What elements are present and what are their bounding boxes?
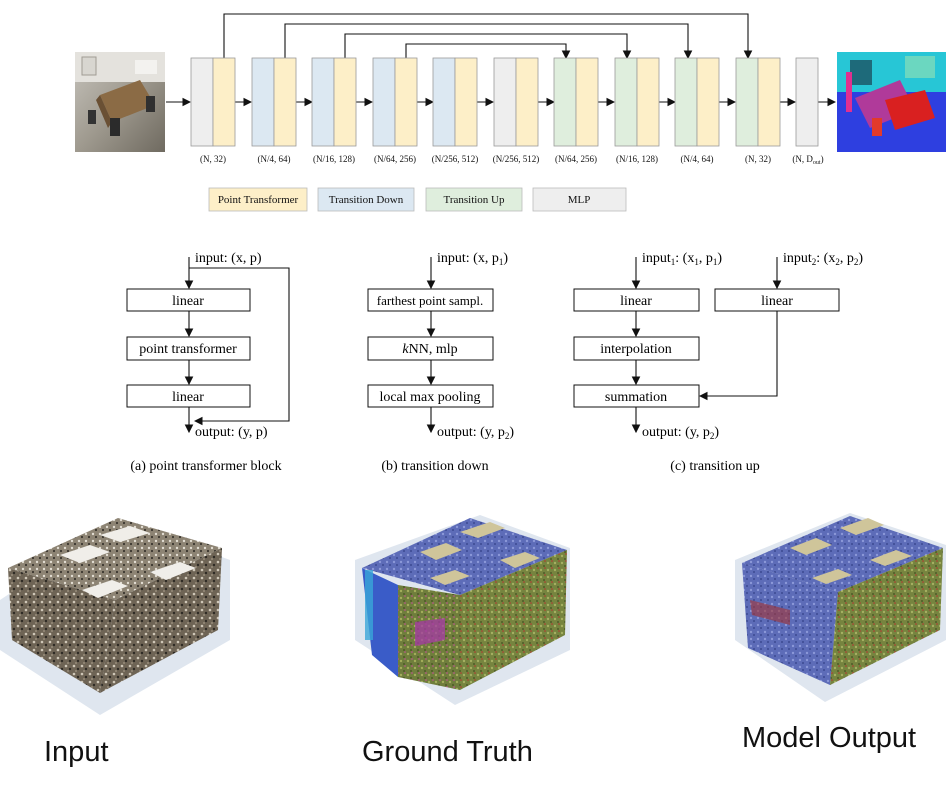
point-cloud-visuals	[0, 513, 946, 715]
block-7-transition-up	[553, 57, 577, 147]
caption-a: (a) point transformer block	[130, 459, 281, 474]
block-6-mlp	[493, 57, 517, 147]
block-4-point-transformer	[394, 57, 418, 147]
legend: Point Transformer Transition Down Transi…	[208, 187, 627, 212]
block-b-output: output: (y, p2)	[437, 425, 514, 441]
block-5-transition-down	[432, 57, 456, 147]
legend-transition-up: Transition Up	[443, 194, 505, 206]
block-b-fps: farthest point sampl.	[377, 293, 484, 308]
input-room-image	[75, 52, 165, 152]
shape-label: (N, 32)	[745, 154, 771, 164]
block-b-input: input: (x, p1)	[437, 251, 508, 267]
block-7-point-transformer	[575, 57, 599, 147]
model-output-point-cloud	[742, 516, 943, 685]
block-5-point-transformer	[454, 57, 478, 147]
network-pipeline: (N, 32) (N/4, 64) (N/16, 128) (N/64, 256…	[75, 13, 946, 212]
shape-label: (N/4, 64)	[681, 154, 714, 164]
shape-label: (N/16, 128)	[313, 154, 355, 164]
legend-point-transformer: Point Transformer	[218, 194, 299, 206]
block-9-point-transformer	[696, 57, 720, 147]
output-segmentation-image	[837, 52, 946, 152]
block-c-linear-2: linear	[761, 294, 793, 309]
block-3-transition-down	[311, 57, 335, 147]
point-transformer-block: input: (x, p) linear point transformer l…	[126, 251, 290, 440]
block-c-interpolation: interpolation	[600, 342, 672, 357]
block-10-point-transformer	[757, 57, 781, 147]
block-a-linear-1: linear	[172, 294, 204, 309]
transition-down-block: input: (x, p1) farthest point sampl. kNN…	[367, 251, 514, 441]
block-11-mlp	[795, 57, 819, 147]
block-8-transition-up	[614, 57, 638, 147]
block-a-point-transformer: point transformer	[139, 342, 237, 357]
shape-label-out: (N, Dout)	[792, 154, 823, 166]
legend-mlp: MLP	[568, 194, 591, 206]
block-c-input-2: input2: (x2, p2)	[783, 251, 863, 267]
shape-label: (N/256, 512)	[432, 154, 479, 164]
block-a-input: input: (x, p)	[195, 251, 262, 266]
label-ground-truth: Ground Truth	[362, 736, 533, 768]
block-3-point-transformer	[333, 57, 357, 147]
block-9-transition-up	[674, 57, 698, 147]
block-c-summation: summation	[605, 390, 667, 405]
block-4-transition-down	[372, 57, 396, 147]
block-a-linear-2: linear	[172, 390, 204, 405]
block-1-point-transformer	[212, 57, 236, 147]
skip-connections	[223, 13, 753, 60]
label-model-output: Model Output	[742, 722, 917, 754]
caption-b: (b) transition down	[381, 459, 488, 474]
caption-c: (c) transition up	[670, 459, 759, 474]
shape-label: (N/16, 128)	[616, 154, 658, 164]
block-b-pooling: local max pooling	[379, 390, 480, 405]
shape-label: (N/4, 64)	[258, 154, 291, 164]
shape-label: (N/64, 256)	[555, 154, 597, 164]
block-c-linear-1: linear	[620, 294, 652, 309]
block-b-knn: kNN, mlp	[402, 342, 457, 357]
block-2-transition-down	[251, 57, 275, 147]
legend-transition-down: Transition Down	[329, 194, 404, 206]
label-input: Input	[44, 736, 109, 768]
block-1-mlp	[190, 57, 214, 147]
block-diagrams: input: (x, p) linear point transformer l…	[126, 251, 863, 474]
block-a-output: output: (y, p)	[195, 425, 268, 440]
block-8-point-transformer	[636, 57, 660, 147]
block-6-point-transformer	[515, 57, 539, 147]
block-10-transition-up	[735, 57, 759, 147]
shape-label: (N, 32)	[200, 154, 226, 164]
block-c-input-1: input1: (x1, p1)	[642, 251, 722, 267]
transition-up-block: input1: (x1, p1) input2: (x2, p2) linear…	[573, 251, 863, 441]
shape-label: (N/256, 512)	[493, 154, 540, 164]
input-point-cloud	[8, 518, 222, 693]
block-c-output: output: (y, p2)	[642, 425, 719, 441]
ground-truth-point-cloud	[362, 518, 567, 690]
block-2-point-transformer	[273, 57, 297, 147]
shape-label: (N/64, 256)	[374, 154, 416, 164]
